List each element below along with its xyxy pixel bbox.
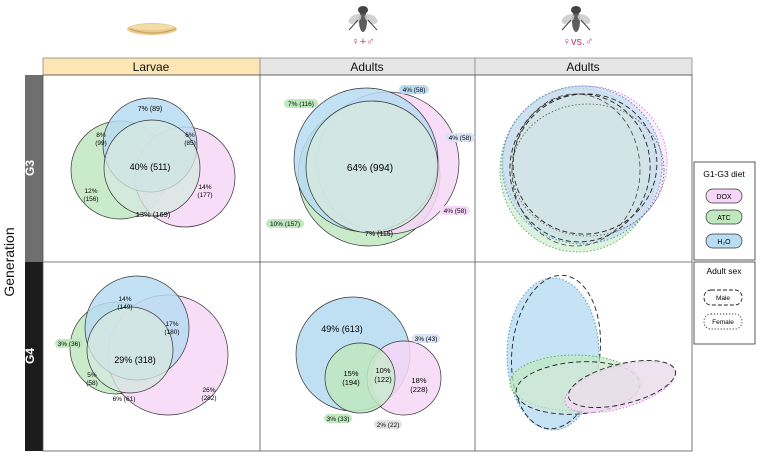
g3-larvae-dox-only-pct: 14% bbox=[198, 184, 211, 191]
legend-atc-label: ATC bbox=[717, 215, 730, 222]
g4-adults-dox-only-pct: 18% bbox=[411, 376, 426, 385]
venn-g3-larvae: 7% (89) 8% (99) 6% (85) 12% (156) 14% (1… bbox=[70, 97, 236, 228]
legend-dox-label: DOX bbox=[716, 194, 732, 201]
g4-larvae-atc-only: 3% (36) bbox=[58, 341, 81, 348]
legend-atc-swatch bbox=[705, 209, 743, 225]
larva-icon bbox=[127, 23, 177, 35]
g3-larvae-h2o-dox-n: (85) bbox=[184, 140, 196, 147]
g4-larvae-h2o-dox-pct: 17% bbox=[165, 321, 178, 328]
grid bbox=[42, 74, 693, 452]
g4-larvae-all: 29% (318) bbox=[114, 355, 156, 365]
g4-larvae-dox-only-n: (282) bbox=[201, 395, 216, 402]
venn-g3-sex bbox=[499, 85, 668, 253]
fly-icon-pooled bbox=[348, 6, 378, 32]
g4-larvae-h2o-only-n: (149) bbox=[117, 304, 132, 311]
header-adults-pooled-label: Adults bbox=[350, 60, 383, 74]
g3-adults-h2o-dox: 4% (58) bbox=[449, 135, 472, 142]
venn-g3-adults: 4% (58) 7% (116) 4% (58) 64% (994) 4% (5… bbox=[266, 85, 475, 247]
g4-larvae-atc-h2o-pct: 5% bbox=[87, 372, 97, 379]
legend-h2o-swatch bbox=[705, 233, 743, 249]
g3-adults-dox-only: 4% (58) bbox=[444, 208, 467, 215]
legend-male-swatch bbox=[703, 289, 743, 306]
venn-g4-larvae: 14% (149) 17% (180) 3% (36) 29% (318) 5%… bbox=[55, 275, 229, 416]
g3-adults-atc-dox: 7% (115) bbox=[365, 231, 393, 238]
row-label-g3: G3 bbox=[23, 160, 37, 176]
g3-larvae-h2o-atc-pct: 8% bbox=[96, 132, 106, 139]
g3-adults-atc-only: 10% (157) bbox=[270, 221, 300, 228]
g3-larvae-h2o-dox-pct: 6% bbox=[185, 132, 195, 139]
g4-larvae-dox-only-pct: 26% bbox=[202, 387, 215, 394]
g3-larvae-h2o-atc-n: (99) bbox=[95, 140, 107, 147]
g3-larvae-atc-only-n: (156) bbox=[83, 196, 98, 203]
g4-adults-all-pct: 10% bbox=[375, 366, 390, 375]
row-band-g3 bbox=[25, 75, 43, 262]
g3-adults-atc-h2o: 7% (116) bbox=[288, 101, 314, 108]
g3-larvae-atc-only-pct: 12% bbox=[84, 188, 97, 195]
legend-female-swatch bbox=[703, 313, 743, 330]
legend-sex: Adult sex Male Female bbox=[693, 261, 756, 345]
g4-adults-h2o-dox: 3% (43) bbox=[415, 336, 438, 343]
venn-g4-adults: 49% (613) 3% (43) 15% (194) 10% (122) 18… bbox=[295, 296, 442, 429]
g3-larvae-all: 40% (511) bbox=[130, 162, 171, 172]
sex-comparison-symbol: ♀vs.♂ bbox=[563, 36, 594, 48]
legend-male-label: Male bbox=[716, 295, 730, 302]
legend-female-label: Female bbox=[712, 319, 734, 326]
g4-larvae-atc-dox: 6% (61) bbox=[113, 396, 136, 403]
g4-adults-atc-only: 3% (33) bbox=[327, 416, 350, 423]
legend-dox-swatch bbox=[705, 188, 743, 204]
g3-larvae-dox-only-n: (177) bbox=[197, 192, 212, 199]
generation-axis-label: Generation bbox=[1, 227, 17, 296]
venn-g4-sex bbox=[506, 274, 677, 431]
header-larvae-label: Larvae bbox=[133, 60, 170, 74]
g4-larvae-h2o-only-pct: 14% bbox=[118, 296, 131, 303]
g4-adults-h2o-only: 49% (613) bbox=[321, 324, 363, 334]
g4-adults-all-n: (122) bbox=[374, 375, 392, 384]
legend-diet-title: G1-G3 diet bbox=[703, 169, 745, 179]
row-band-g4 bbox=[25, 262, 43, 451]
g4-adults-atc-h2o-n: (194) bbox=[342, 378, 360, 387]
g3-adults-all: 64% (994) bbox=[347, 163, 393, 174]
pooled-sex-symbol: ♀+♂ bbox=[352, 36, 375, 48]
g4-adults-atc-h2o-pct: 15% bbox=[343, 369, 358, 378]
g4-larvae-atc-h2o-n: (58) bbox=[86, 380, 98, 387]
legend-sex-title: Adult sex bbox=[707, 266, 743, 276]
g3-larvae-atc-dox: 13% (169) bbox=[136, 210, 171, 219]
fly-icon-sex bbox=[561, 6, 591, 32]
header-adults-sex-label: Adults bbox=[566, 60, 599, 74]
g3-larvae-h2o-only: 7% (89) bbox=[138, 106, 163, 113]
g3-adults-h2o-only: 4% (58) bbox=[403, 87, 426, 94]
g4-adults-atc-dox: 2% (22) bbox=[377, 422, 400, 429]
g4-larvae-h2o-dox-n: (180) bbox=[164, 329, 179, 336]
legend-h2o-label: H₂O bbox=[717, 239, 731, 246]
legend-diet: G1-G3 diet DOX ATC H₂O bbox=[693, 161, 756, 261]
g4-adults-dox-only-n: (228) bbox=[410, 385, 428, 394]
row-label-g4: G4 bbox=[23, 348, 37, 364]
